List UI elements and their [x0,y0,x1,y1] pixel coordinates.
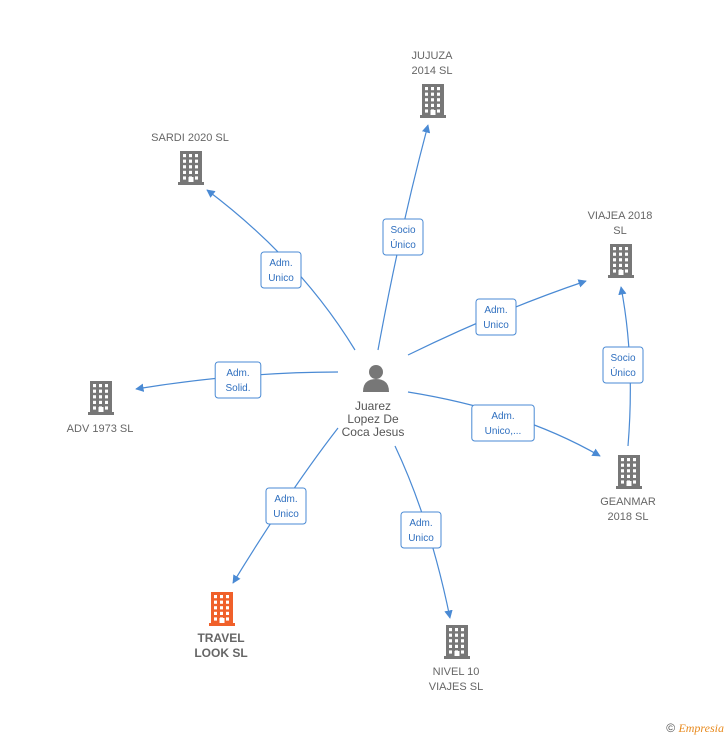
relation-label-text: Unico [268,273,294,284]
copyright-symbol: © [666,721,676,735]
person-name-line: Juarez [355,399,391,413]
company-node-nivel[interactable]: NIVEL 10 VIAJES SL [429,625,483,693]
building-icon [420,84,446,118]
person-name-line: Coca Jesus [342,425,405,439]
relation-label-box [260,251,302,289]
company-name-line: VIAJEA 2018 [588,210,653,222]
company-name-line: LOOK SL [194,646,247,660]
relation-center-sardi[interactable]: Adm. Unico [206,189,356,351]
company-node-sardi[interactable]: SARDI 2020 SL [151,132,229,185]
relation-label-box [471,404,535,442]
relation-label-text: Unico [273,509,299,520]
relation-label-text: Solid. [225,383,250,394]
company-node-geanmar[interactable]: GEANMAR 2018 SL [600,455,656,523]
relation-label-box [382,218,424,256]
company-node-jujuza[interactable]: JUJUZA 2014 SL [412,50,454,118]
footer-credit: © Empresia [666,721,724,736]
relation-label-text: Adm. [269,258,292,269]
relation-label-box [265,487,307,525]
company-name-line: 2018 SL [608,511,649,523]
company-name-line: ADV 1973 SL [67,423,134,435]
building-icon [608,244,634,278]
company-name-line: NIVEL 10 [433,666,480,678]
building-icon [178,151,204,185]
company-name-line: TRAVEL [197,631,244,645]
company-name-line: SL [613,225,626,237]
relation-label-text: Adm. [274,494,297,505]
relation-center-viajea[interactable]: Adm. Unico [407,279,587,356]
company-name-line: GEANMAR [600,496,656,508]
relation-center-adv[interactable]: Adm. Solid. [135,361,339,399]
company-name-line: 2014 SL [412,65,453,77]
company-node-adv[interactable]: ADV 1973 SL [67,381,134,435]
building-icon [616,455,642,489]
person-name-line: Lopez De [347,412,399,426]
brand-logo[interactable]: Empresia [678,721,724,735]
relation-center-nivel[interactable]: Adm. Unico [394,445,453,619]
relation-center-geanmar[interactable]: Adm. Unico,... [407,391,601,457]
building-icon [209,592,235,626]
relation-label-text: Adm. [491,411,514,422]
relation-label-text: Único [390,238,416,251]
relation-label-text: Unico [483,320,509,331]
relation-label-text: Único [610,366,636,379]
relation-center-travel[interactable]: Adm. Unico [232,427,339,584]
company-name-line: VIAJES SL [429,681,483,693]
relation-label-box [475,298,517,336]
relation-label-box [602,346,644,384]
relation-label-text: Socio [390,225,415,236]
person-icon [363,365,389,392]
building-icon [444,625,470,659]
relation-label-text: Socio [610,353,635,364]
building-icon [88,381,114,415]
relation-label-text: Adm. [226,368,249,379]
relation-label-text: Unico [408,533,434,544]
relation-label-box [214,361,262,399]
relation-label-text: Adm. [409,518,432,529]
relation-label-text: Unico,... [485,426,522,437]
company-name-line: SARDI 2020 SL [151,132,229,144]
relation-label-box [400,511,442,549]
relation-label-text: Adm. [484,305,507,316]
company-name-line: JUJUZA [412,50,454,62]
